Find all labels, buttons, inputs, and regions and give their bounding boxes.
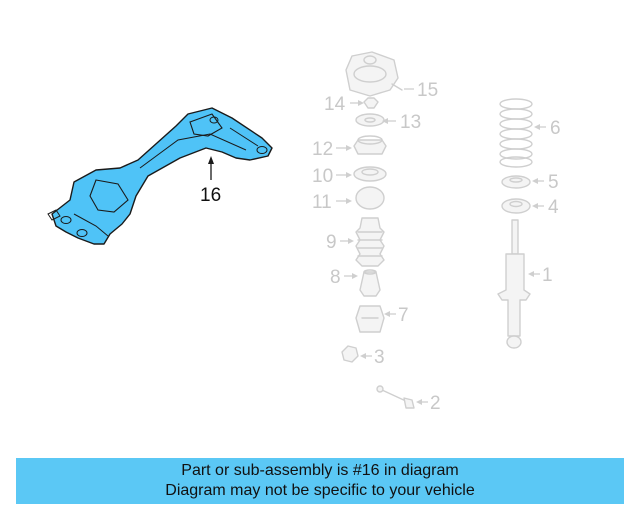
- callout-6-label: 6: [550, 118, 561, 139]
- parts-diagram: 16 15 14 13 12 10 11 9: [47, 51, 561, 414]
- bearing-part-12: [353, 135, 387, 155]
- callout-2-label: 2: [430, 393, 441, 414]
- lower-seat-part-4: [501, 198, 531, 214]
- banner-line-1: Part or sub-assembly is #16 in diagram: [181, 462, 459, 479]
- shock-absorber-part-1: [497, 219, 531, 349]
- banner-line-2: Diagram may not be specific to your vehi…: [165, 482, 475, 499]
- spring-seat-part-10: [353, 166, 387, 182]
- callout-3-label: 3: [374, 347, 385, 368]
- callout-13-label: 13: [400, 112, 421, 133]
- callout-4-label: 4: [548, 197, 559, 218]
- bolt-part-2: [376, 385, 415, 409]
- crossmember-body: [51, 107, 273, 245]
- callout-9-label: 9: [326, 232, 337, 253]
- nut-part-14: [363, 97, 379, 109]
- callout-7-label: 7: [398, 305, 409, 326]
- dust-boot-part-9: [355, 217, 385, 267]
- crossmember-part-16[interactable]: [47, 107, 273, 245]
- callout-12-label: 12: [312, 139, 333, 160]
- washer-part-13: [355, 113, 385, 127]
- insulator-part-11: [355, 186, 385, 210]
- callout-1-label: 1: [542, 265, 553, 286]
- callout-15-label: 15: [417, 80, 438, 101]
- strut-mount-part-15: [345, 51, 403, 97]
- callout-11-label: 11: [312, 192, 332, 213]
- callout-5-label: 5: [548, 172, 559, 193]
- callout-8-label: 8: [330, 267, 341, 288]
- bump-stop-part-8: [359, 269, 381, 297]
- callout-16-label[interactable]: 16: [200, 185, 221, 206]
- bushing-part-7: [355, 305, 385, 333]
- cap-part-3: [341, 345, 359, 363]
- upper-seat-part-5: [501, 175, 531, 189]
- callout-10-label: 10: [312, 166, 333, 187]
- coil-spring-part-6: [499, 98, 533, 168]
- callout-14-label: 14: [324, 94, 346, 115]
- info-banner: Part or sub-assembly is #16 in diagram D…: [16, 458, 624, 504]
